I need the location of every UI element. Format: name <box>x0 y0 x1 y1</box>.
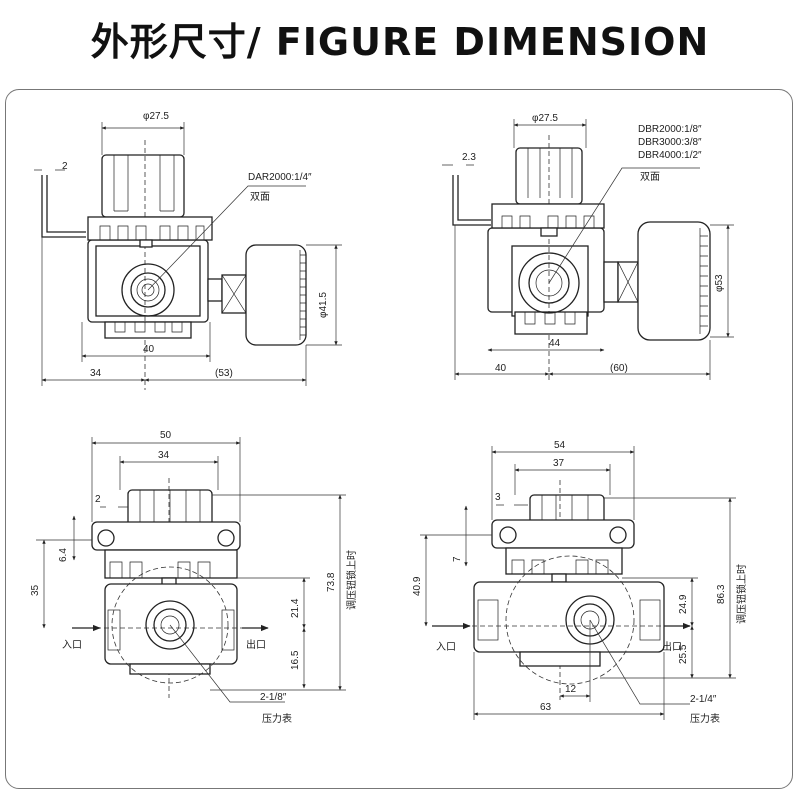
tl-shuangmian: 双面 <box>250 191 270 203</box>
tl-model: DAR2000:1/4″ <box>248 172 312 183</box>
drawing-frame <box>5 89 793 789</box>
br-w54: 54 <box>554 440 566 451</box>
br-gauge: 压力表 <box>690 712 720 725</box>
tl-w2: 2 <box>62 161 68 172</box>
tl-w34: 34 <box>90 368 102 379</box>
bl-port: 2-1/8″ <box>260 692 287 703</box>
br-w37: 37 <box>553 458 565 469</box>
bl-inlet: 入口 <box>62 640 82 651</box>
br-h409: 40.9 <box>412 576 423 596</box>
tl-dia-top: φ27.5 <box>143 111 169 122</box>
br-w12: 12 <box>565 684 577 695</box>
br-w63: 63 <box>540 702 552 713</box>
bl-h214: 21.4 <box>290 598 301 618</box>
tr-shuangmian: 双面 <box>640 171 660 183</box>
tr-dia-gauge: φ53 <box>714 274 725 292</box>
br-side-label: 调压钮锁上时 <box>735 564 748 624</box>
br-h7: 7 <box>452 556 463 562</box>
bottom-left-view: 50 34 2 6.4 35 73.8 21.4 16.5 调压钮锁上时 入口 … <box>30 430 358 725</box>
bl-w2: 2 <box>95 494 101 505</box>
br-inlet: 入口 <box>436 642 456 653</box>
tr-dia-top: φ27.5 <box>532 113 558 124</box>
bl-h165: 16.5 <box>290 650 301 670</box>
br-outlet: 出口 <box>662 640 682 653</box>
tr-model-2: DBR3000:3/8″ <box>638 137 702 148</box>
bl-h738: 73.8 <box>326 572 337 592</box>
top-left-view: φ27.5 2 DAR2000:1/4″ 双面 φ41.5 40 34 (53) <box>34 111 342 390</box>
br-h255: 25.5 <box>678 644 689 664</box>
br-h249: 24.9 <box>678 594 689 614</box>
tr-w23: 2.3 <box>462 152 476 163</box>
tr-model-3: DBR4000:1/2″ <box>638 150 702 161</box>
tr-w60: (60) <box>610 363 628 374</box>
bl-outlet: 出口 <box>246 638 266 651</box>
bl-side-label: 调压钮锁上时 <box>345 550 358 610</box>
tr-model-1: DBR2000:1/8″ <box>638 124 702 135</box>
tl-w53: (53) <box>215 368 233 379</box>
tl-w40: 40 <box>143 344 155 355</box>
bottom-right-view: 54 37 3 7 40.9 86.3 24.9 25.5 调压钮锁上时 入口 … <box>412 440 748 725</box>
br-port: 2-1/4″ <box>690 694 717 705</box>
bl-gauge: 压力表 <box>262 712 292 725</box>
tl-dia-gauge: φ41.5 <box>318 292 329 318</box>
br-h863: 86.3 <box>716 584 727 604</box>
br-w3: 3 <box>495 492 501 503</box>
bl-h64: 6.4 <box>58 548 69 562</box>
bl-w34: 34 <box>158 450 170 461</box>
bl-w50: 50 <box>160 430 172 441</box>
page-title: 外形尺寸/ FIGURE DIMENSION <box>90 20 710 64</box>
tr-w44: 44 <box>549 338 561 349</box>
bl-h35: 35 <box>30 584 41 596</box>
tr-w40: 40 <box>495 363 507 374</box>
top-right-view: φ27.5 2.3 DBR2000:1/8″ DBR3000:3/8″ DBR4… <box>442 113 734 380</box>
